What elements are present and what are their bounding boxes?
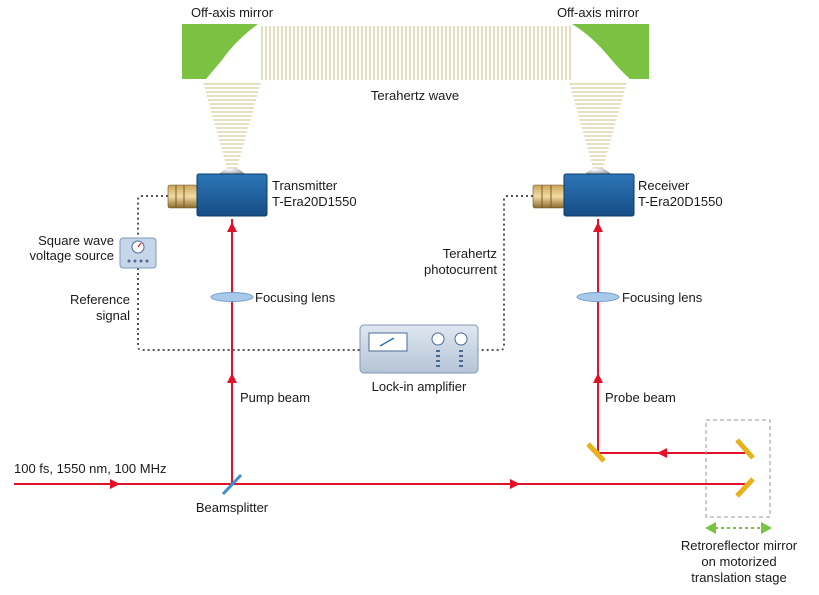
retroreflector-mirror-upper <box>735 438 755 460</box>
off-axis-mirror-left <box>182 24 258 79</box>
label-focusing-lens-left: Focusing lens <box>255 290 336 305</box>
label-square-wave-2: voltage source <box>29 248 114 263</box>
transmitter-body <box>196 173 268 217</box>
connector <box>532 184 565 209</box>
label-receiver: Receiver <box>638 178 690 193</box>
transmitter-device <box>167 167 268 217</box>
connector <box>167 184 198 209</box>
label-square-wave-1: Square wave <box>38 233 114 248</box>
beam-arrow <box>227 222 237 232</box>
knob-icon <box>454 332 468 346</box>
label-retroreflector-3: translation stage <box>691 570 786 585</box>
beam-arrow <box>510 479 520 489</box>
label-receiver-model: T-Era20D1550 <box>638 194 723 209</box>
photocurrent-cable <box>478 195 533 351</box>
translation-stage-outline <box>705 419 771 518</box>
laser-beam-paths <box>14 219 745 485</box>
label-photocurrent-2: photocurrent <box>424 262 497 277</box>
label-retroreflector-1: Retroreflector mirror <box>681 538 798 553</box>
stage-motion-arrow <box>705 522 772 534</box>
label-reference-2: signal <box>96 308 130 323</box>
label-transmitter-model: T-Era20D1550 <box>272 194 357 209</box>
signal-cables <box>137 195 533 351</box>
label-reference-1: Reference <box>70 292 130 307</box>
lock-in-amplifier <box>359 324 479 374</box>
beam-arrow <box>657 448 667 458</box>
label-beamsplitter: Beamsplitter <box>196 500 269 515</box>
beam-arrow <box>593 373 603 383</box>
retroreflector-mirror-lower <box>735 477 755 498</box>
beam-arrow <box>110 479 120 489</box>
label-probe-beam: Probe beam <box>605 390 676 405</box>
label-lock-in-amplifier: Lock-in amplifier <box>372 379 467 394</box>
label-transmitter: Transmitter <box>272 178 338 193</box>
beam-arrow <box>227 373 237 383</box>
label-photocurrent-1: Terahertz <box>443 246 497 261</box>
label-laser-source: 100 fs, 1550 nm, 100 MHz <box>14 461 166 476</box>
off-axis-mirror-right <box>572 24 649 79</box>
receiver-body <box>563 173 635 217</box>
beam-arrow <box>593 222 603 232</box>
lens-dome <box>584 167 612 175</box>
reference-signal-cable <box>137 268 360 351</box>
beam-arrows <box>110 222 667 489</box>
transmitter-cable <box>137 195 168 238</box>
label-pump-beam: Pump beam <box>240 390 310 405</box>
label-retroreflector-2: on motorized <box>701 554 776 569</box>
terahertz-wave <box>203 26 627 169</box>
label-mirror-left: Off-axis mirror <box>191 5 274 20</box>
beamsplitter <box>221 473 243 496</box>
labels: Off-axis mirror Off-axis mirror Terahert… <box>14 5 798 585</box>
lens-dome <box>218 167 246 175</box>
focusing-lens-right <box>576 292 620 302</box>
knob-icon <box>431 332 445 346</box>
label-mirror-right: Off-axis mirror <box>557 5 640 20</box>
focusing-lens-left <box>210 292 254 302</box>
label-terahertz-wave: Terahertz wave <box>371 88 459 103</box>
receiver-device <box>532 167 635 217</box>
probe-turning-mirror <box>586 442 606 463</box>
label-focusing-lens-right: Focusing lens <box>622 290 703 305</box>
square-wave-voltage-source <box>119 237 157 269</box>
